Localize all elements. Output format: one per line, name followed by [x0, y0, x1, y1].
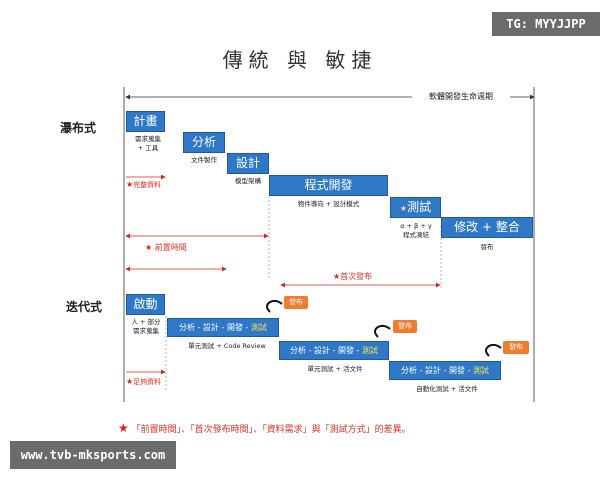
diagram-title: 傳統 與 敏捷 — [222, 48, 378, 72]
phase-testing: ★測試 — [390, 197, 441, 218]
lifecycle-label: 軟體開發生命週期 — [429, 92, 493, 101]
first-release-label: 首次發布 — [340, 272, 373, 281]
iteration-2-test: 測試 — [361, 346, 378, 355]
phase-plan-note: 需求蒐集 + 工具 — [135, 135, 161, 152]
iteration-2-note: 單元測試 + 活文件 — [307, 365, 363, 373]
phase-testing-label: 測試 — [407, 200, 432, 214]
iteration-3: 分析 - 設計 - 開發 - 測試 — [389, 361, 501, 380]
lead-time-label: 前置時間 — [154, 243, 187, 252]
phase-plan: 計畫 — [126, 111, 165, 132]
release-button-3: 發布 — [503, 341, 529, 354]
first-release-note: ★首次發布 — [333, 271, 372, 282]
iteration-3-test: 測試 — [472, 366, 489, 375]
phase-integration: 修改 + 整合 — [441, 217, 533, 238]
phase-development-note: 物件導向 + 設計模式 — [297, 200, 360, 208]
iteration-2: 分析 - 設計 - 開發 - 測試 — [279, 341, 389, 360]
release-button-2: 發布 — [393, 320, 417, 333]
star-icon: ★ — [333, 272, 341, 281]
watermark-top: TG: MYYJJPP — [492, 12, 600, 36]
iteration-2-label: 分析 - 設計 - 開發 - — [290, 346, 362, 355]
iteration-3-label: 分析 - 設計 - 開發 - — [401, 366, 473, 375]
waterfall-label: 瀑布式 — [60, 121, 97, 135]
iterative-label: 迭代式 — [66, 300, 103, 314]
phase-analysis-note: 文件製作 — [191, 156, 217, 164]
star-icon: ★ — [399, 204, 408, 213]
phase-start: 啟動 — [126, 294, 165, 315]
footer-note: ★ 「前置時間」、「首次發布時間」、「資料需求」與「測試方式」的差異。 — [118, 421, 411, 435]
phase-start-note: 人 + 部分 需求蒐集 — [131, 318, 161, 335]
phase-testing-note: α + β + γ 程式凍結 — [400, 222, 432, 239]
iteration-1-test: 測試 — [250, 323, 267, 332]
phase-development: 程式開發 — [269, 175, 388, 196]
phase-analysis: 分析 — [183, 132, 225, 153]
enough-data-label: 足夠資料 — [133, 378, 162, 386]
complete-data-label: 完整資料 — [133, 181, 162, 189]
star-icon: ★ — [126, 180, 134, 189]
watermark-bottom: www.tvb-mksports.com — [10, 441, 176, 469]
complete-data-note: ★完整資料 — [126, 180, 161, 190]
iteration-1-note: 單元測試 + Code Review — [188, 342, 266, 350]
star-icon: ★ — [118, 421, 129, 435]
phase-integration-note: 發布 — [480, 243, 494, 251]
lead-time-note: ★ 前置時間 — [145, 242, 187, 253]
iteration-1: 分析 - 設計 - 開發 - 測試 — [167, 318, 279, 337]
enough-data-note: ★足夠資料 — [126, 377, 161, 387]
star-icon: ★ — [145, 243, 153, 252]
phase-design: 設計 — [227, 153, 269, 174]
release-button-1: 發布 — [284, 296, 308, 309]
star-icon: ★ — [126, 377, 134, 386]
iteration-3-note: 自動化測試 + 活文件 — [416, 385, 478, 393]
footer-text: 「前置時間」、「首次發布時間」、「資料需求」與「測試方式」的差異。 — [131, 425, 411, 435]
phase-design-note: 模型架構 — [235, 177, 261, 185]
iteration-1-label: 分析 - 設計 - 開發 - — [179, 323, 251, 332]
